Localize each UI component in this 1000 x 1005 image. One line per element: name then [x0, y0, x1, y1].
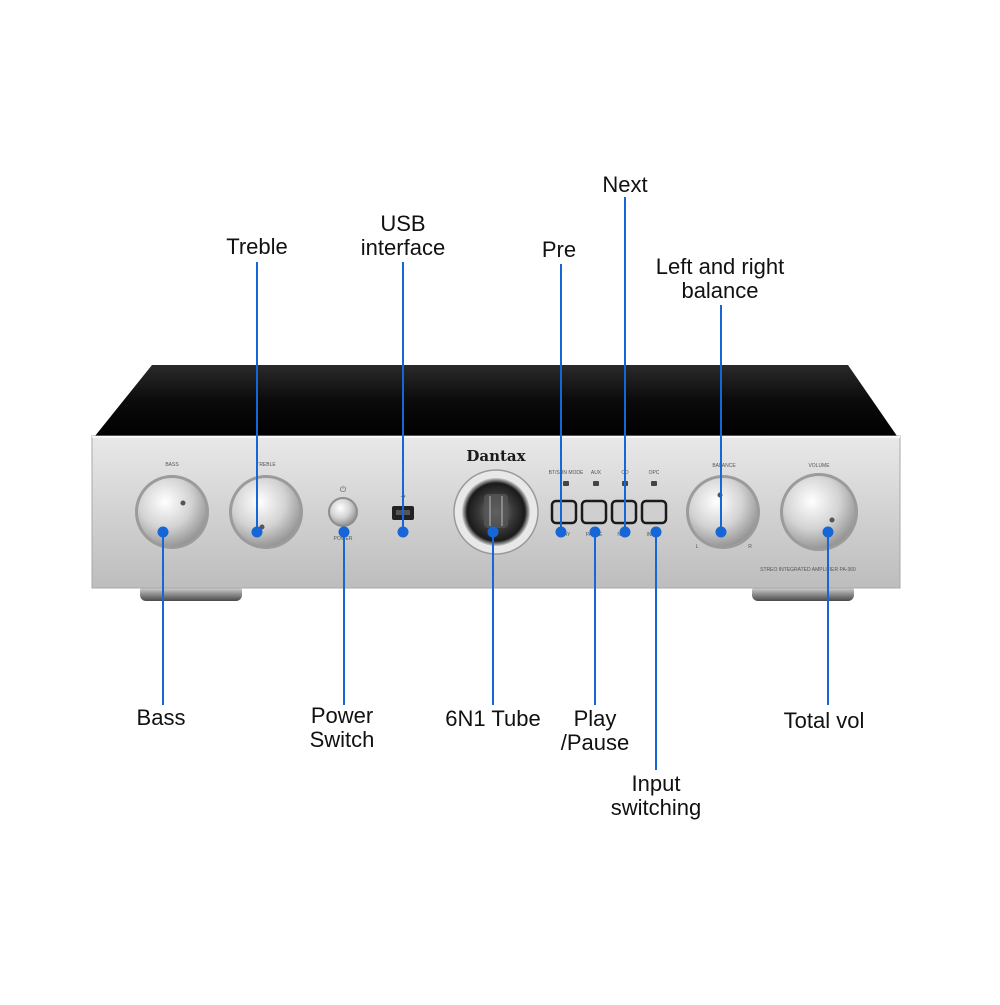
callout-pre: Pre: [519, 238, 599, 262]
callout-bass: Bass: [121, 706, 201, 730]
pre-button[interactable]: [550, 499, 578, 525]
leader-lines: [157, 197, 834, 770]
callout-next-line1: Next: [602, 172, 648, 197]
callout-input-line1: Input: [631, 771, 681, 796]
callout-bass-line1: Bass: [136, 705, 186, 730]
button-label-top-1: BT/SRN MODE: [549, 470, 584, 476]
panel-model-line: STREO INTEGRATED AMPLIFIER PA-360: [760, 567, 856, 573]
callout-usb: USB interface: [347, 212, 459, 260]
play-pause-button[interactable]: [580, 499, 608, 525]
callout-next: Next: [585, 173, 665, 197]
callout-usb-line2: interface: [360, 235, 446, 260]
callout-balance-line1: Left and right: [655, 254, 785, 279]
volume-knob[interactable]: [780, 473, 858, 551]
callout-input: Input switching: [596, 772, 716, 820]
callout-play-line2: /Pause: [560, 730, 630, 755]
treble-knob[interactable]: [229, 475, 303, 549]
power-icon: ⏻: [340, 485, 347, 494]
callout-power-line2: Switch: [309, 727, 375, 752]
panel-label-balance-right: R: [748, 544, 752, 550]
callout-treble-line1: Treble: [226, 234, 288, 259]
balance-knob[interactable]: [686, 475, 760, 549]
brand-logo: Dantax: [466, 447, 526, 465]
panel-label-bass: BASS: [165, 462, 179, 468]
callout-play: Play /Pause: [545, 707, 645, 755]
callout-volume-line1: Total vol: [783, 708, 865, 733]
chassis-top: [95, 365, 897, 436]
callout-balance: Left and right balance: [640, 255, 800, 303]
callout-usb-line1: USB: [380, 211, 426, 236]
callout-volume: Total vol: [764, 709, 884, 733]
panel-label-treble: TREBLE: [256, 462, 276, 468]
callout-power: Power Switch: [286, 704, 398, 752]
callout-balance-line2: balance: [681, 278, 759, 303]
power-switch[interactable]: [328, 497, 358, 527]
button-label-top-4: OPC: [649, 470, 660, 476]
callout-tube-line1: 6N1 Tube: [445, 706, 541, 731]
panel-label-balance: BALANCE: [712, 463, 736, 469]
bass-knob[interactable]: [135, 475, 209, 549]
panel-label-balance-left: L: [696, 544, 699, 550]
callout-pre-line1: Pre: [541, 237, 577, 262]
callout-play-line1: Play: [573, 706, 617, 731]
button-label-top-2: AUX: [591, 470, 602, 476]
tube-window: [453, 469, 539, 555]
panel-label-volume: VOLUME: [808, 463, 830, 469]
callout-tube: 6N1 Tube: [428, 707, 558, 731]
foot-left: [140, 585, 242, 601]
callout-treble: Treble: [201, 235, 313, 259]
callout-power-line1: Power: [310, 703, 374, 728]
input-button[interactable]: [640, 499, 668, 525]
callout-input-line2: switching: [610, 795, 702, 820]
